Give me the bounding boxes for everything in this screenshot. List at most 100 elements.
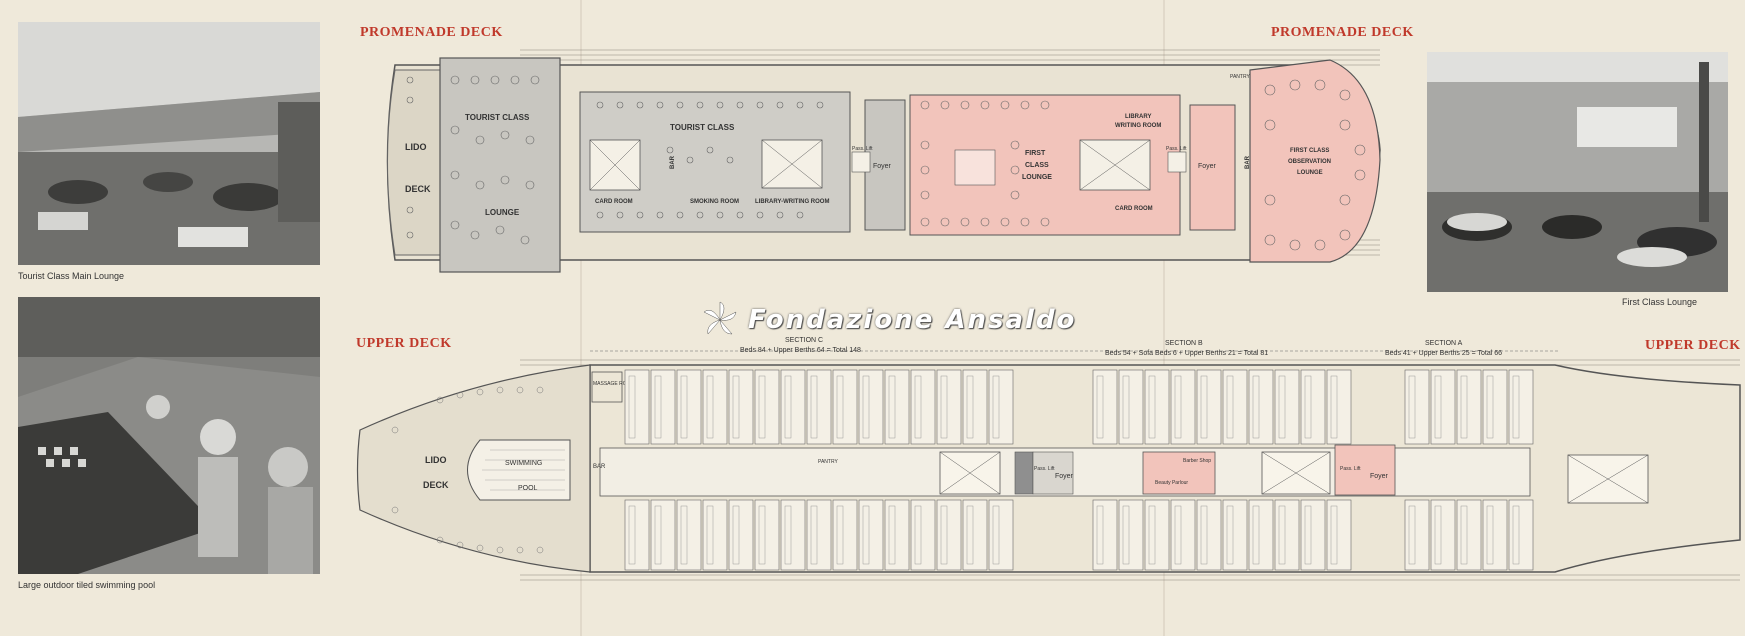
cabin-berth xyxy=(810,375,818,439)
cabin-berth xyxy=(706,375,714,439)
cabin-berth xyxy=(1434,505,1442,565)
cabin xyxy=(676,499,702,571)
cabin-berth xyxy=(940,505,948,565)
beauty-parlour xyxy=(1142,451,1216,495)
upper-foyer-2-label: Foyer xyxy=(1370,473,1389,480)
section-c-label: SECTION C xyxy=(785,337,823,344)
lido-chairs xyxy=(391,386,544,554)
cabin-berth xyxy=(1122,505,1130,565)
cabin xyxy=(1092,369,1118,445)
cabin-berth xyxy=(1252,505,1260,565)
massage-room-label: MASSAGE ROOM xyxy=(593,381,635,387)
cabin-berth xyxy=(758,505,766,565)
cabin xyxy=(832,369,858,445)
cabin-berth xyxy=(706,505,714,565)
cabin-berth xyxy=(1512,375,1520,439)
cabin xyxy=(1430,499,1456,571)
cabin xyxy=(1326,369,1352,445)
cabin xyxy=(884,499,910,571)
tourist-library-label: LIBRARY-WRITING ROOM xyxy=(755,199,829,205)
tourist-class-label-2: TOURIST CLASS xyxy=(670,123,735,132)
cabin xyxy=(806,369,832,445)
cabin xyxy=(650,499,676,571)
cabin-berth xyxy=(1122,375,1130,439)
cabin xyxy=(858,369,884,445)
cabin xyxy=(1482,499,1508,571)
cabin xyxy=(1430,369,1456,445)
promenade-lido-label: LIDO xyxy=(405,142,427,152)
cabin xyxy=(728,369,754,445)
pool-caption: Large outdoor tiled swimming pool xyxy=(18,580,156,590)
cabin xyxy=(910,499,936,571)
ansaldo-logo-icon xyxy=(703,301,737,335)
cabin-berth xyxy=(1200,375,1208,439)
pool-photo xyxy=(18,297,320,574)
cabin-berth xyxy=(1408,375,1416,439)
first-center-block xyxy=(954,149,996,186)
cabin-berth xyxy=(1148,375,1156,439)
cabin xyxy=(1222,499,1248,571)
cabin xyxy=(936,499,962,571)
cabin xyxy=(1300,499,1326,571)
cabin-berth xyxy=(862,375,870,439)
upper-deck-title-right: UPPER DECK xyxy=(1645,338,1741,353)
cabin-berth xyxy=(1096,375,1104,439)
cabins-top-row xyxy=(624,369,1534,445)
first-foyer-label: Foyer xyxy=(1198,163,1217,170)
section-a-label: SECTION A xyxy=(1425,340,1463,347)
cabin-berth xyxy=(888,375,896,439)
cabin-berth xyxy=(992,375,1000,439)
cabin-berth xyxy=(1460,375,1468,439)
first-label: FIRST xyxy=(1025,150,1046,157)
cabin-berth xyxy=(654,505,662,565)
cabin-berth xyxy=(992,505,1000,565)
tourist-lounge-label: LOUNGE xyxy=(485,208,520,217)
cabin xyxy=(676,369,702,445)
cabin-berth xyxy=(1460,505,1468,565)
cabin-berth xyxy=(1252,375,1260,439)
cabin xyxy=(858,499,884,571)
writing-room-label: WRITING ROOM xyxy=(1115,123,1161,129)
cabin-berth xyxy=(628,505,636,565)
cabin-berth xyxy=(1096,505,1104,565)
cabin xyxy=(754,499,780,571)
cabin-berth xyxy=(1174,375,1182,439)
upper-foyer-1-label: Foyer xyxy=(1055,473,1074,480)
pool-tiles xyxy=(482,449,565,491)
cabin-berth xyxy=(784,505,792,565)
cabin xyxy=(1144,369,1170,445)
tourist-card-room-label: CARD ROOM xyxy=(595,199,633,205)
tourist-lounge-photo xyxy=(18,22,320,265)
cabin xyxy=(962,369,988,445)
first-lounge-photo xyxy=(1427,52,1728,292)
cabin-berth xyxy=(1304,375,1312,439)
promenade-lift-2 xyxy=(1167,151,1187,173)
tourist-lounge-photo-image xyxy=(18,22,320,265)
cabin-berth xyxy=(628,375,636,439)
cabin-berth xyxy=(680,505,688,565)
cabin xyxy=(1248,499,1274,571)
cabin xyxy=(1508,499,1534,571)
upper-lift-2-label: Pass. Lift xyxy=(1340,466,1361,472)
cabin xyxy=(936,369,962,445)
cabin-berth xyxy=(914,505,922,565)
cabin xyxy=(1248,369,1274,445)
lift-1-label: Pass. Lift xyxy=(852,146,873,152)
massage-room xyxy=(591,371,623,403)
cabin-berth xyxy=(862,505,870,565)
tourist-class-label-1: TOURIST CLASS xyxy=(465,113,530,122)
cabin-berth xyxy=(1512,505,1520,565)
first-lounge-photo-image xyxy=(1427,52,1728,292)
promenade-deck-label: DECK xyxy=(405,184,431,194)
upper-pantry-label: PANTRY xyxy=(818,459,838,465)
cabin-berth xyxy=(888,505,896,565)
upper-deck-title-left: UPPER DECK xyxy=(356,336,452,351)
first-lounge-label: LOUNGE xyxy=(1022,174,1052,181)
cabin xyxy=(1144,499,1170,571)
upper-lift-1-label: Pass. Lift xyxy=(1034,466,1055,472)
cabin-berth xyxy=(1486,505,1494,565)
cabin xyxy=(702,369,728,445)
cabin xyxy=(780,499,806,571)
lido-label-upper: LIDO xyxy=(425,455,447,465)
